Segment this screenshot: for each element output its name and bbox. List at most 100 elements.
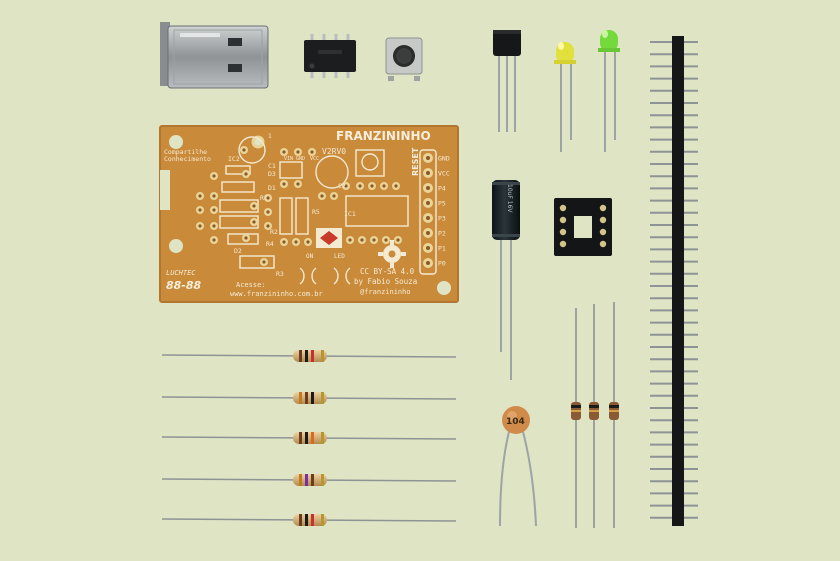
pcb-pad-hole [198,224,202,228]
pcb-pad-hole [296,182,300,186]
pin-header-strip [650,36,698,526]
socket-hole [559,240,567,248]
resistor-band [299,350,302,362]
pin-pad-hole [426,156,430,160]
pin-pad-hole [426,261,430,265]
resistor-band [305,474,308,486]
pcb-pad-hole [332,194,336,198]
resistor-band [311,350,314,362]
green-led [598,30,620,152]
resistor-band [321,474,324,486]
pcb-pad-hole [306,240,310,244]
resistor [161,514,457,526]
diode [571,308,581,528]
socket-hole [559,216,567,224]
pcb-pad-hole [266,210,270,214]
pcb-pin-label: P1 [438,245,446,253]
pcb-pad-hole [266,196,270,200]
resistor [161,392,457,404]
pcb-pin-label: VCC [438,170,450,178]
pcb-label-c2: C2 [338,182,346,190]
resistor-band [321,514,324,526]
diode-band [589,410,599,412]
resistor [161,350,457,362]
pcb-on-label: ON [306,253,314,260]
diode-band [589,405,599,408]
resistor-band [299,432,302,444]
pcb-label-r4: R4 [266,240,274,248]
pcb-label-d3: D3 [268,170,276,178]
resistor-band [299,474,302,486]
pcb-pad-hole [370,184,374,188]
diode-band [571,410,581,412]
resistor-band [305,514,308,526]
pcb-pad-hole [282,240,286,244]
pcb-pin-label: GND [438,155,450,163]
pcb-pads [196,146,402,266]
pcb-pad-hole [358,184,362,188]
pcb-pad-hole [394,184,398,188]
pcb-pad-hole [382,184,386,188]
resistor [161,432,457,444]
resistor-band [299,514,302,526]
socket-hole [599,240,607,248]
pcb-pad-hole [282,150,286,154]
pcb-pin-label: P3 [438,215,446,223]
pcb-maker: LUCHTEC [166,269,196,277]
pcb-pad-hole [198,208,202,212]
ceramic-marking: 104 [506,417,525,427]
resistor-band [321,392,324,404]
ceramic-capacitor: 104 [499,406,537,527]
pcb-pad-hole [212,194,216,198]
pcb-pad-hole [266,224,270,228]
pcb-url: www.franzininho.com.br [230,290,323,298]
pcb-label-r1: R1 [260,194,268,202]
resistor [161,474,457,486]
pcb-pad-hole [212,224,216,228]
dip8-microcontroller [304,34,356,78]
pcb-label-d2: D2 [234,247,242,255]
resistor-band [305,392,308,404]
pcb-pad-hole [212,174,216,178]
pcb-pad-hole [212,208,216,212]
pcb-pad-hole [384,238,388,242]
pcb-reset-label: RESET [411,147,420,176]
pin-pad-hole [426,246,430,250]
diode-band [571,405,581,408]
pcb-pad-hole [242,148,246,152]
pcb-pad-hole [396,238,400,242]
pcb-pad-hole [372,238,376,242]
resistor-band [311,474,314,486]
franzininho-pcb: FRANZININHO V2RV0 Compartilhe Conhecimen… [159,125,459,303]
pcb-label-gnd-top: GND [296,156,305,162]
usb-a-connector [160,22,269,89]
header-body [672,36,684,526]
pcb-pin-label: P2 [438,230,446,238]
tactile-push-button [385,37,423,81]
diode [609,302,619,528]
pin-pad-hole [426,231,430,235]
resistor-group [161,350,457,526]
resistor-band [311,514,314,526]
pcb-pad-hole [320,194,324,198]
pcb-share-line2: Conhecimento [164,155,211,163]
pcb-pad-hole [252,204,256,208]
pin-pad-hole [426,171,430,175]
pcb-pad-hole [212,238,216,242]
pcb-license: CC BY-SA 4.0 [360,267,415,276]
socket-hole [599,216,607,224]
pcb-pin-label: P5 [438,200,446,208]
pcb-label-d1: D1 [268,184,276,192]
pcb-label-c1: C1 [268,162,276,170]
pcb-label-r3: R3 [276,270,284,278]
pcb-label-ic2: IC2 [228,155,240,163]
pcb-label-ic1: IC1 [344,210,356,218]
pcb-label-u1: 1 [268,133,272,140]
pcb-pin-pads [423,153,433,268]
oshw-gear-icon [378,240,406,268]
pcb-led-label: LED [334,253,345,260]
pcb-label-vcc-top: VCC [310,156,319,162]
